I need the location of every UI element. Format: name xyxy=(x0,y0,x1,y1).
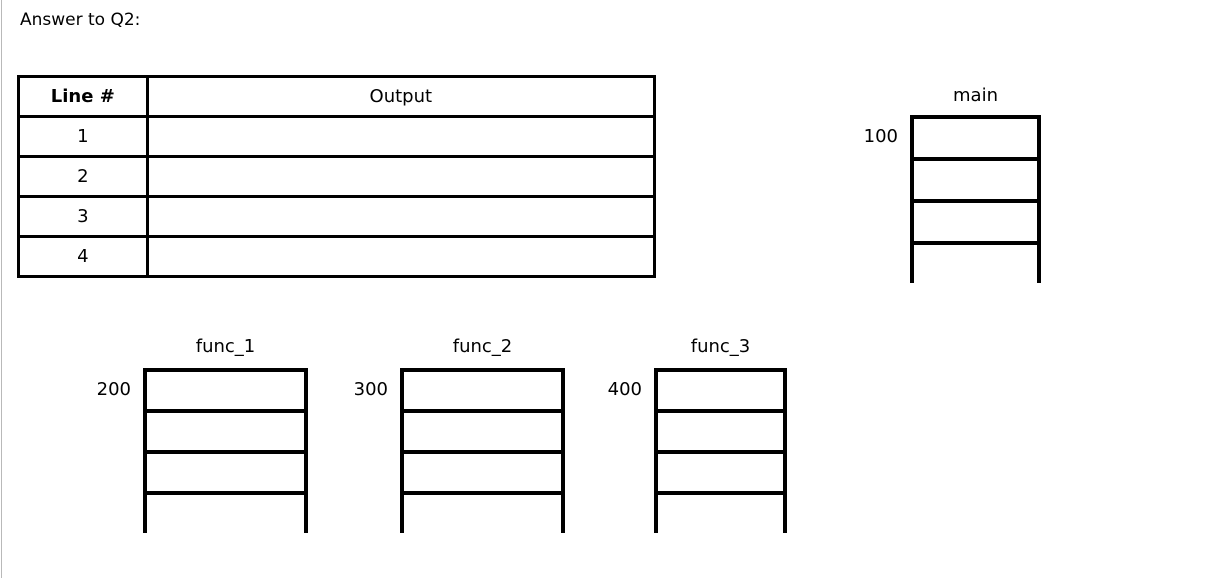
stack-frame-address: 300 xyxy=(353,379,388,400)
stack-frame-title: main xyxy=(953,85,998,106)
stack-cell[interactable] xyxy=(404,372,561,413)
stack-cell[interactable] xyxy=(914,161,1037,203)
stack-cell[interactable] xyxy=(914,119,1037,161)
stack-frame-func-2: func_2 300 xyxy=(354,336,565,536)
line-number-cell: 3 xyxy=(17,195,149,238)
output-cell[interactable] xyxy=(145,155,657,198)
page-title: Answer to Q2: xyxy=(20,10,141,30)
table-row: 4 xyxy=(17,235,657,278)
stack-cell[interactable] xyxy=(914,245,1037,287)
output-cell[interactable] xyxy=(145,235,657,278)
output-table: Line # Output 1 2 3 4 xyxy=(17,75,657,278)
table-row: 2 xyxy=(17,155,657,198)
stack-cell[interactable] xyxy=(147,454,304,495)
table-header-row: Line # Output xyxy=(17,75,657,118)
stack-frame-title: func_2 xyxy=(452,336,513,357)
stack-frame-title: func_1 xyxy=(195,336,256,357)
stack-cell[interactable] xyxy=(404,495,561,536)
column-header-line-number: Line # xyxy=(17,75,149,118)
stack-frame-title: func_3 xyxy=(690,336,751,357)
stack-cell[interactable] xyxy=(658,454,783,495)
stack-cell[interactable] xyxy=(404,413,561,454)
line-number-cell: 2 xyxy=(17,155,149,198)
stack-frame-address: 100 xyxy=(863,126,898,147)
stack-frame-cells xyxy=(400,368,565,536)
stack-frame-func-1: func_1 200 xyxy=(97,336,308,536)
line-number-cell: 4 xyxy=(17,235,149,278)
stack-cell[interactable] xyxy=(658,413,783,454)
stack-cell[interactable] xyxy=(147,372,304,413)
column-header-output: Output xyxy=(145,75,657,118)
stack-cell[interactable] xyxy=(914,203,1037,245)
output-cell[interactable] xyxy=(145,115,657,158)
stack-frame-main: main 100 xyxy=(864,85,1041,287)
stack-frame-address: 200 xyxy=(96,379,131,400)
line-number-cell: 1 xyxy=(17,115,149,158)
stack-frame-cells xyxy=(910,115,1041,287)
table-row: 1 xyxy=(17,115,657,158)
stack-frame-cells xyxy=(654,368,787,536)
stack-frame-func-3: func_3 400 xyxy=(608,336,787,536)
stack-cell[interactable] xyxy=(147,413,304,454)
output-cell[interactable] xyxy=(145,195,657,238)
stack-cell[interactable] xyxy=(147,495,304,536)
stack-frame-address: 400 xyxy=(607,379,642,400)
stack-cell[interactable] xyxy=(404,454,561,495)
table-row: 3 xyxy=(17,195,657,238)
stack-frame-cells xyxy=(143,368,308,536)
page-margin-rule xyxy=(1,0,2,578)
stack-cell[interactable] xyxy=(658,495,783,536)
stack-cell[interactable] xyxy=(658,372,783,413)
